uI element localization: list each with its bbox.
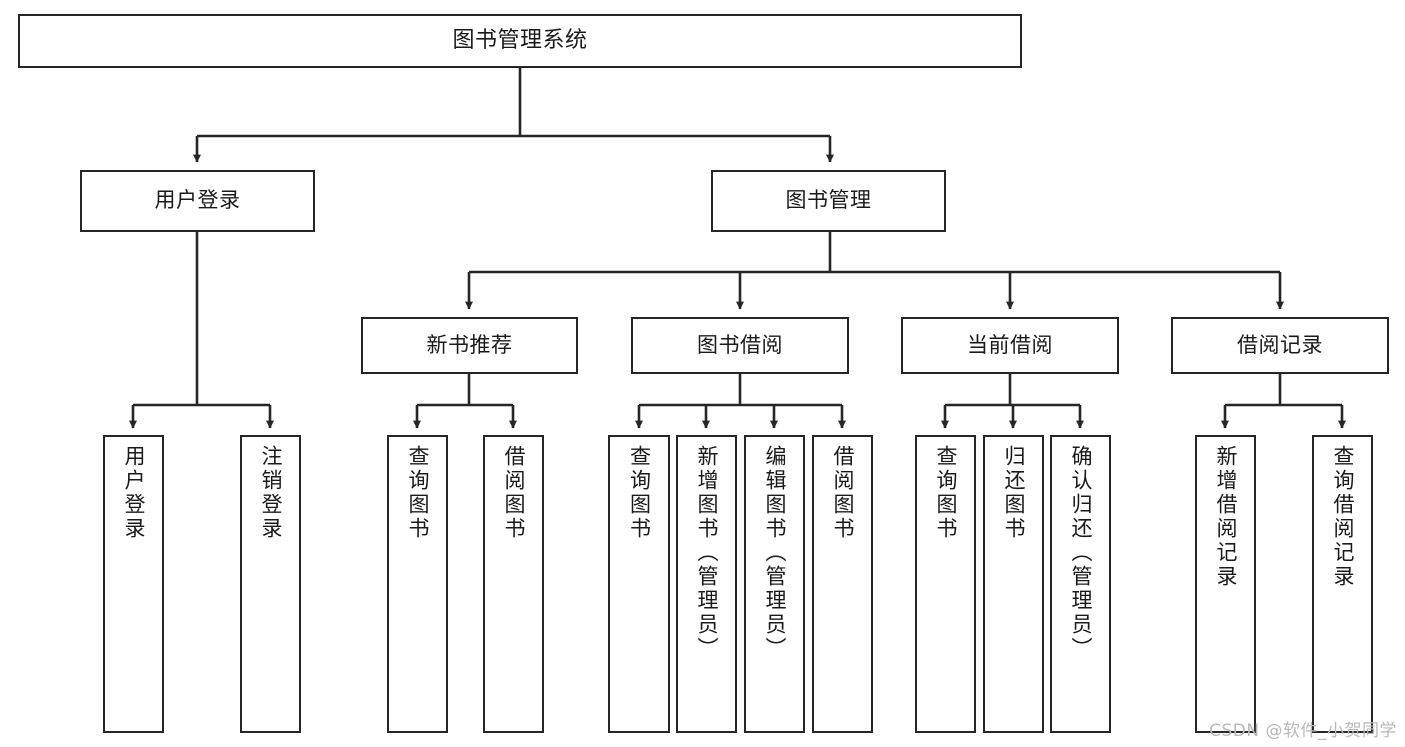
node-label: 借阅图书 — [831, 445, 855, 541]
node-label: 借阅图书 — [502, 445, 526, 541]
node-label: 当前借阅 — [967, 332, 1053, 357]
node-user-login[interactable]: 用户登录 — [80, 170, 315, 232]
node-label: 查询图书 — [627, 445, 652, 541]
node-leaf-user-login[interactable]: 用户登录 — [103, 435, 164, 733]
node-label: 借阅记录 — [1237, 332, 1323, 357]
node-current-borrow[interactable]: 当前借阅 — [901, 317, 1119, 374]
node-book-manage[interactable]: 图书管理 — [711, 170, 946, 232]
node-label: 用户登录 — [154, 188, 241, 213]
node-label: 用户登录 — [122, 445, 146, 541]
node-label: 注销登录 — [259, 445, 283, 541]
node-leaf-logout-login[interactable]: 注销登录 — [240, 435, 301, 733]
node-label: 图书借阅 — [697, 332, 783, 357]
node-leaf-borrow-book-1[interactable]: 借阅图书 — [483, 435, 544, 733]
node-label: 图书管理 — [785, 188, 872, 213]
node-leaf-query-book-1[interactable]: 查询图书 — [387, 435, 448, 733]
node-leaf-query-record[interactable]: 查询借阅记录 — [1312, 435, 1373, 733]
node-leaf-add-record[interactable]: 新增借阅记录 — [1195, 435, 1256, 733]
node-leaf-confirm-return[interactable]: 确认归还（管理员） — [1050, 435, 1111, 733]
node-borrow-record[interactable]: 借阅记录 — [1171, 317, 1389, 374]
node-leaf-return-book[interactable]: 归还图书 — [983, 435, 1044, 733]
node-label: 新书推荐 — [426, 332, 513, 357]
node-label: 新增借阅记录 — [1214, 445, 1238, 589]
node-label: 归还图书 — [1002, 445, 1026, 541]
node-label: 确认归还（管理员） — [1069, 445, 1093, 661]
node-label: 查询图书 — [406, 445, 430, 541]
node-leaf-add-book[interactable]: 新增图书（管理员） — [676, 435, 737, 733]
node-label: 查询借阅记录 — [1331, 445, 1355, 589]
node-label: 查询图书 — [934, 445, 958, 541]
node-leaf-borrow-book-2[interactable]: 借阅图书 — [812, 435, 873, 733]
node-label: 新增图书（管理员） — [695, 445, 719, 661]
node-label: 编辑图书（管理员） — [763, 445, 787, 661]
node-leaf-edit-book[interactable]: 编辑图书（管理员） — [744, 435, 805, 733]
node-book-management-system[interactable]: 图书管理系统 — [18, 14, 1022, 68]
node-leaf-query-book-3[interactable]: 查询图书 — [915, 435, 976, 733]
node-new-book-recommend[interactable]: 新书推荐 — [361, 317, 578, 374]
node-leaf-query-book-2[interactable]: 查询图书 — [608, 435, 670, 733]
node-label: 图书管理系统 — [452, 27, 588, 53]
node-book-borrow[interactable]: 图书借阅 — [631, 317, 849, 374]
